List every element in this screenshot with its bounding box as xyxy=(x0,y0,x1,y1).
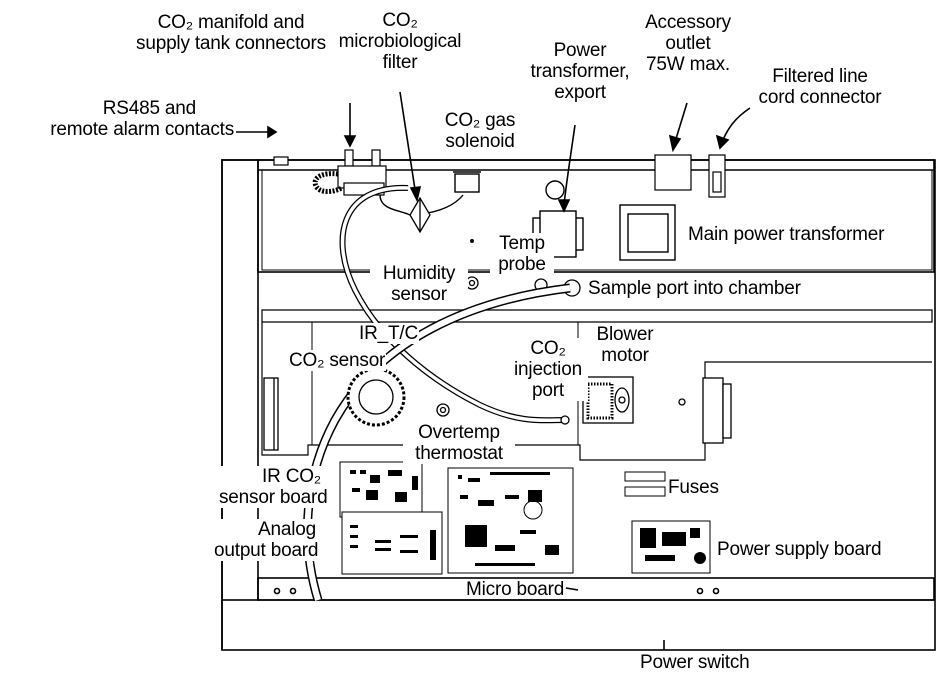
label-micro-board: Micro board xyxy=(466,579,565,600)
upper-inner-box xyxy=(261,169,933,271)
label-rs485: RS485 and remote alarm contacts xyxy=(50,98,234,140)
fuse-2 xyxy=(624,486,666,497)
upper-panel xyxy=(257,159,935,273)
fuse-1 xyxy=(624,471,666,482)
label-temp-probe: Temp probe xyxy=(490,233,554,275)
bottom-rail xyxy=(257,577,935,601)
label-sample-port: Sample port into chamber xyxy=(588,278,801,299)
co2-tank-connector-a xyxy=(344,149,354,167)
label-filtered-line-cord: Filtered line cord connector xyxy=(758,66,882,108)
label-co2-manifold: CO₂ manifold and supply tank connectors xyxy=(136,12,326,54)
label-main-power-transformer: Main power transformer xyxy=(688,224,885,245)
label-humidity-sensor: Humidity sensor xyxy=(370,263,468,305)
analog-output-board xyxy=(341,511,443,575)
label-analog-output-board: Analog output board xyxy=(213,519,319,561)
arrow-co2-filter xyxy=(399,91,417,197)
arrow-accessory-outlet xyxy=(674,102,688,143)
label-overtemp-thermostat: Overtemp thermostat xyxy=(403,422,515,464)
co2-tube-to-filter xyxy=(379,194,411,216)
label-ir-tc: IR_T/C xyxy=(358,323,419,344)
left-side-panel xyxy=(221,159,259,601)
leader-micro-board xyxy=(565,587,579,591)
arrow-line-cord xyxy=(721,107,751,143)
arrow-power-transformer xyxy=(563,124,576,206)
co2-sensor-box xyxy=(263,377,279,451)
mount-point xyxy=(678,398,686,406)
label-power-switch: Power switch xyxy=(640,652,750,673)
co2-tubing-coil xyxy=(312,171,344,194)
label-ir-co2-sensor-board: IR CO₂ sensor board xyxy=(218,466,328,508)
co2-tank-connector-b xyxy=(371,149,381,167)
rs485-connector xyxy=(273,156,289,166)
right-bracket xyxy=(702,377,724,444)
label-power-supply-board: Power supply board xyxy=(716,539,883,560)
chamber-housing xyxy=(261,309,933,323)
label-co2-filter: CO₂ microbiological filter xyxy=(338,10,462,73)
label-co2-solenoid: CO₂ gas solenoid xyxy=(444,110,516,152)
label-co2-injection-port: CO₂ injection port xyxy=(508,338,588,401)
round-component xyxy=(545,180,565,200)
label-power-transformer-export: Power transformer, export xyxy=(530,40,630,103)
micro-board xyxy=(447,467,574,574)
label-co2-sensor: CO₂ sensor xyxy=(288,350,387,371)
board-components xyxy=(350,470,706,566)
accessory-outlet xyxy=(654,154,692,191)
label-accessory-outlet: Accessory outlet 75W max. xyxy=(645,12,731,75)
label-blower-motor: Blower motor xyxy=(596,324,654,366)
co2-solenoid-body xyxy=(454,173,480,193)
label-fuses: Fuses xyxy=(668,477,719,498)
